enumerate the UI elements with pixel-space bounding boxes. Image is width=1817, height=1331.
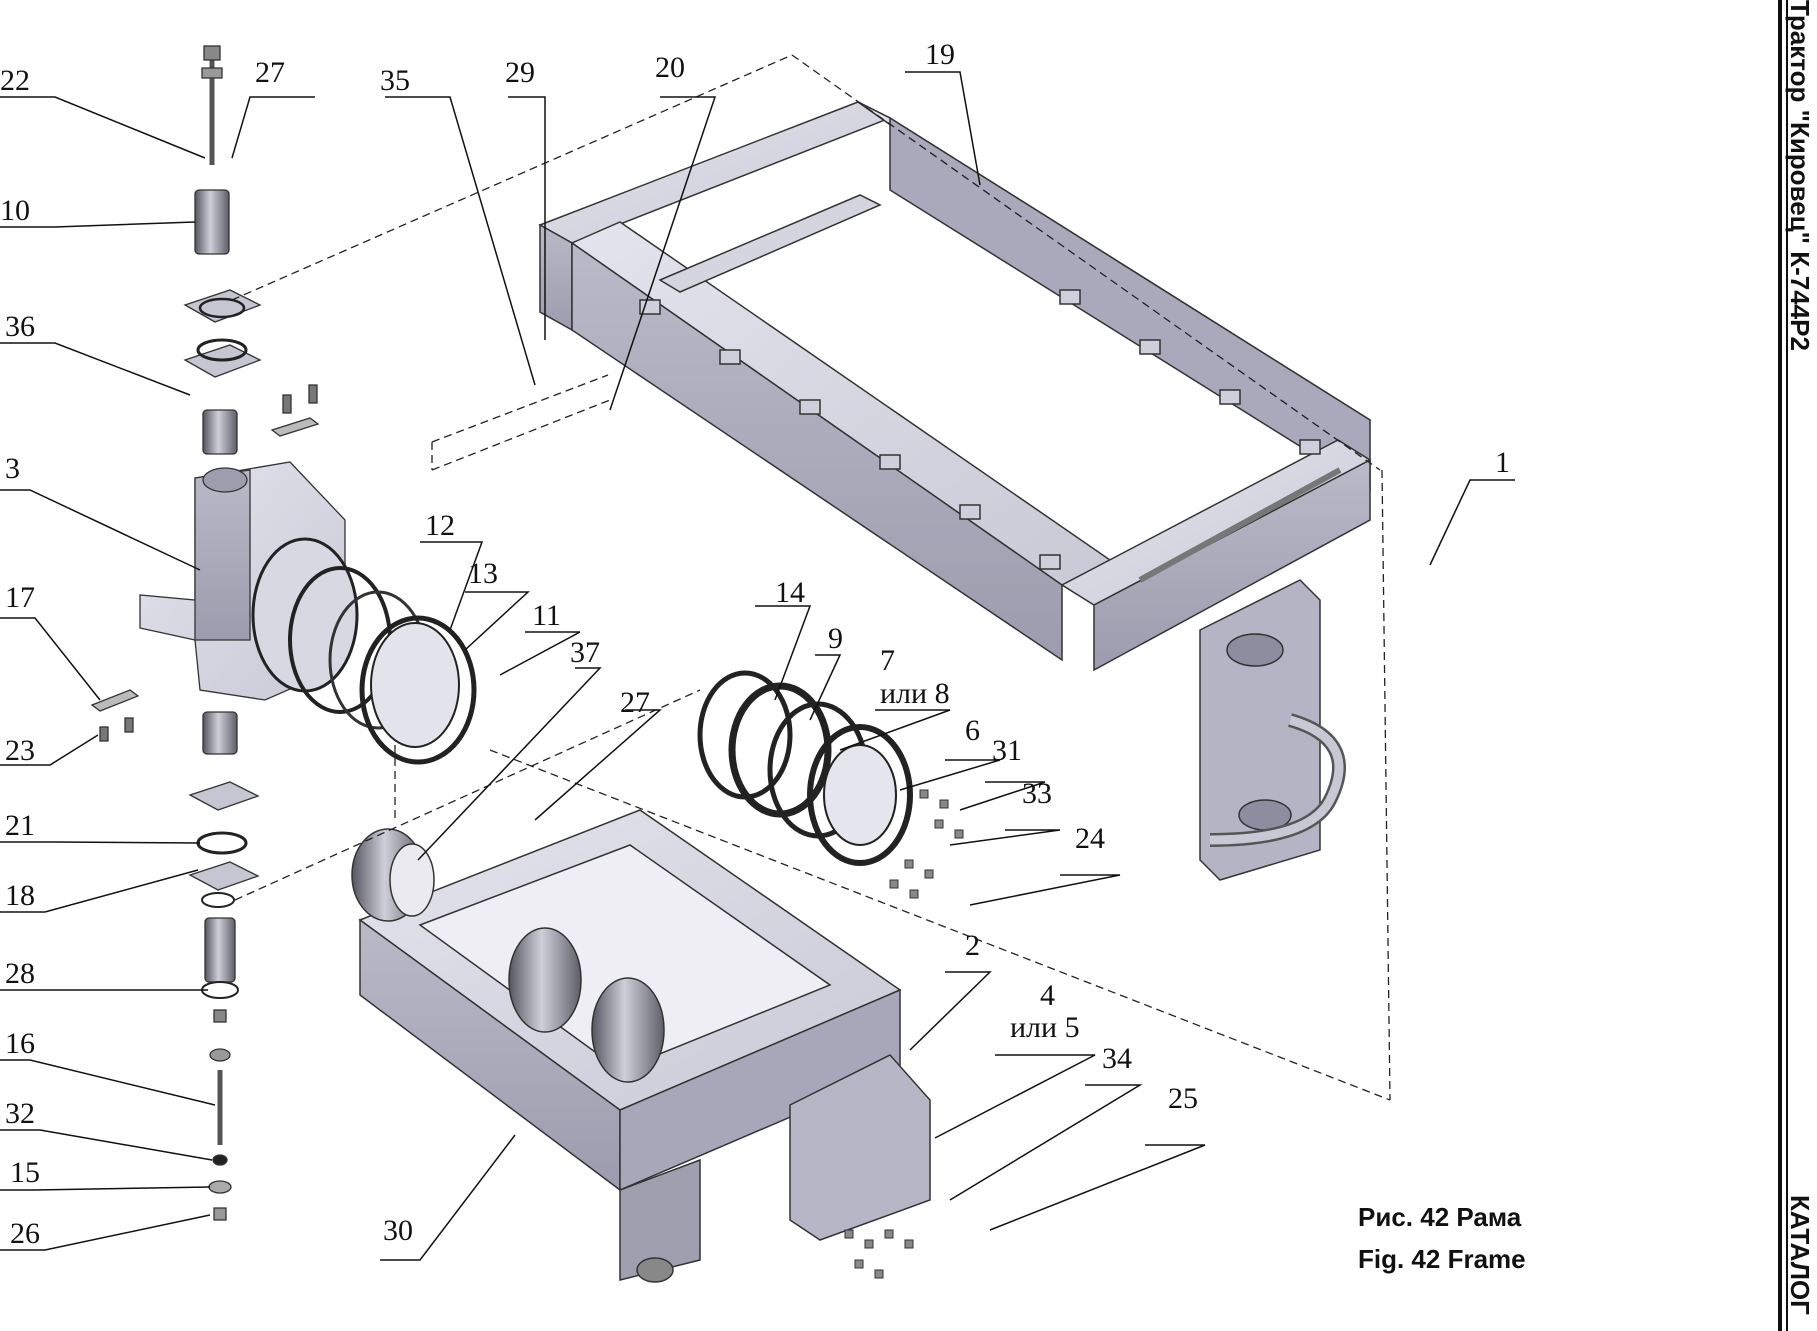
pivot-assembly — [90, 45, 477, 1221]
callout-13: 13 — [468, 557, 498, 590]
assembly-lines — [231, 54, 1391, 1101]
callout-25: 25 — [1168, 1082, 1198, 1115]
callout-29: 29 — [505, 56, 535, 89]
callout-6: 6 — [965, 714, 980, 747]
callout-21: 21 — [5, 809, 35, 842]
callout-7: 7 — [880, 644, 895, 677]
callout-27-lower: 27 — [620, 686, 650, 719]
side-footer: КАТАЛОГ — [1785, 1195, 1815, 1315]
callout-16: 16 — [5, 1027, 35, 1060]
callout-3: 3 — [5, 452, 20, 485]
callout-11: 11 — [532, 599, 561, 632]
callout-28: 28 — [5, 957, 35, 990]
callout-32: 32 — [5, 1097, 35, 1130]
callout-27: 27 — [255, 56, 285, 89]
figure-caption-ru: Рис. 42 Рама — [1358, 1202, 1522, 1232]
callout-33: 33 — [1022, 777, 1052, 810]
leader-lines — [0, 71, 1515, 1261]
callout-37: 37 — [570, 636, 600, 669]
callout-34: 34 — [1102, 1042, 1132, 1075]
bogie-frame — [351, 809, 931, 1283]
callout-35: 35 — [380, 64, 410, 97]
bolt-set — [844, 789, 964, 1279]
callout-24: 24 — [1075, 822, 1105, 855]
figure-caption-en: Fig. 42 Frame — [1358, 1244, 1526, 1274]
side-title: Трактор "Кировец" К-744Р2 — [1785, 0, 1815, 351]
callout-12: 12 — [425, 509, 455, 542]
callout-labels: 22 27 10 36 3 17 23 21 18 28 16 32 15 26… — [0, 38, 1510, 1250]
main-frame — [538, 101, 1372, 881]
callout-2: 2 — [965, 929, 980, 962]
callout-14: 14 — [775, 576, 805, 609]
margin-rule-outer — [1778, 0, 1782, 1331]
callout-1: 1 — [1495, 446, 1510, 479]
callout-15: 15 — [10, 1156, 40, 1189]
callout-31: 31 — [992, 734, 1022, 767]
callout-10: 10 — [0, 194, 30, 227]
callout-17: 17 — [5, 581, 35, 614]
callout-20: 20 — [655, 51, 685, 84]
callout-4: 4 — [1040, 979, 1055, 1012]
callout-7-or-8: или 8 — [880, 677, 950, 710]
callout-18: 18 — [5, 879, 35, 912]
callout-30: 30 — [383, 1214, 413, 1247]
margin-rule-inner — [1786, 0, 1788, 1331]
callout-36: 36 — [5, 310, 35, 343]
callout-22: 22 — [0, 64, 30, 97]
callout-23: 23 — [5, 734, 35, 767]
callout-19: 19 — [925, 38, 955, 71]
callout-9: 9 — [828, 622, 843, 655]
callout-26: 26 — [10, 1217, 40, 1250]
callout-4-or-5: или 5 — [1010, 1011, 1080, 1044]
ring-pack — [697, 670, 913, 866]
